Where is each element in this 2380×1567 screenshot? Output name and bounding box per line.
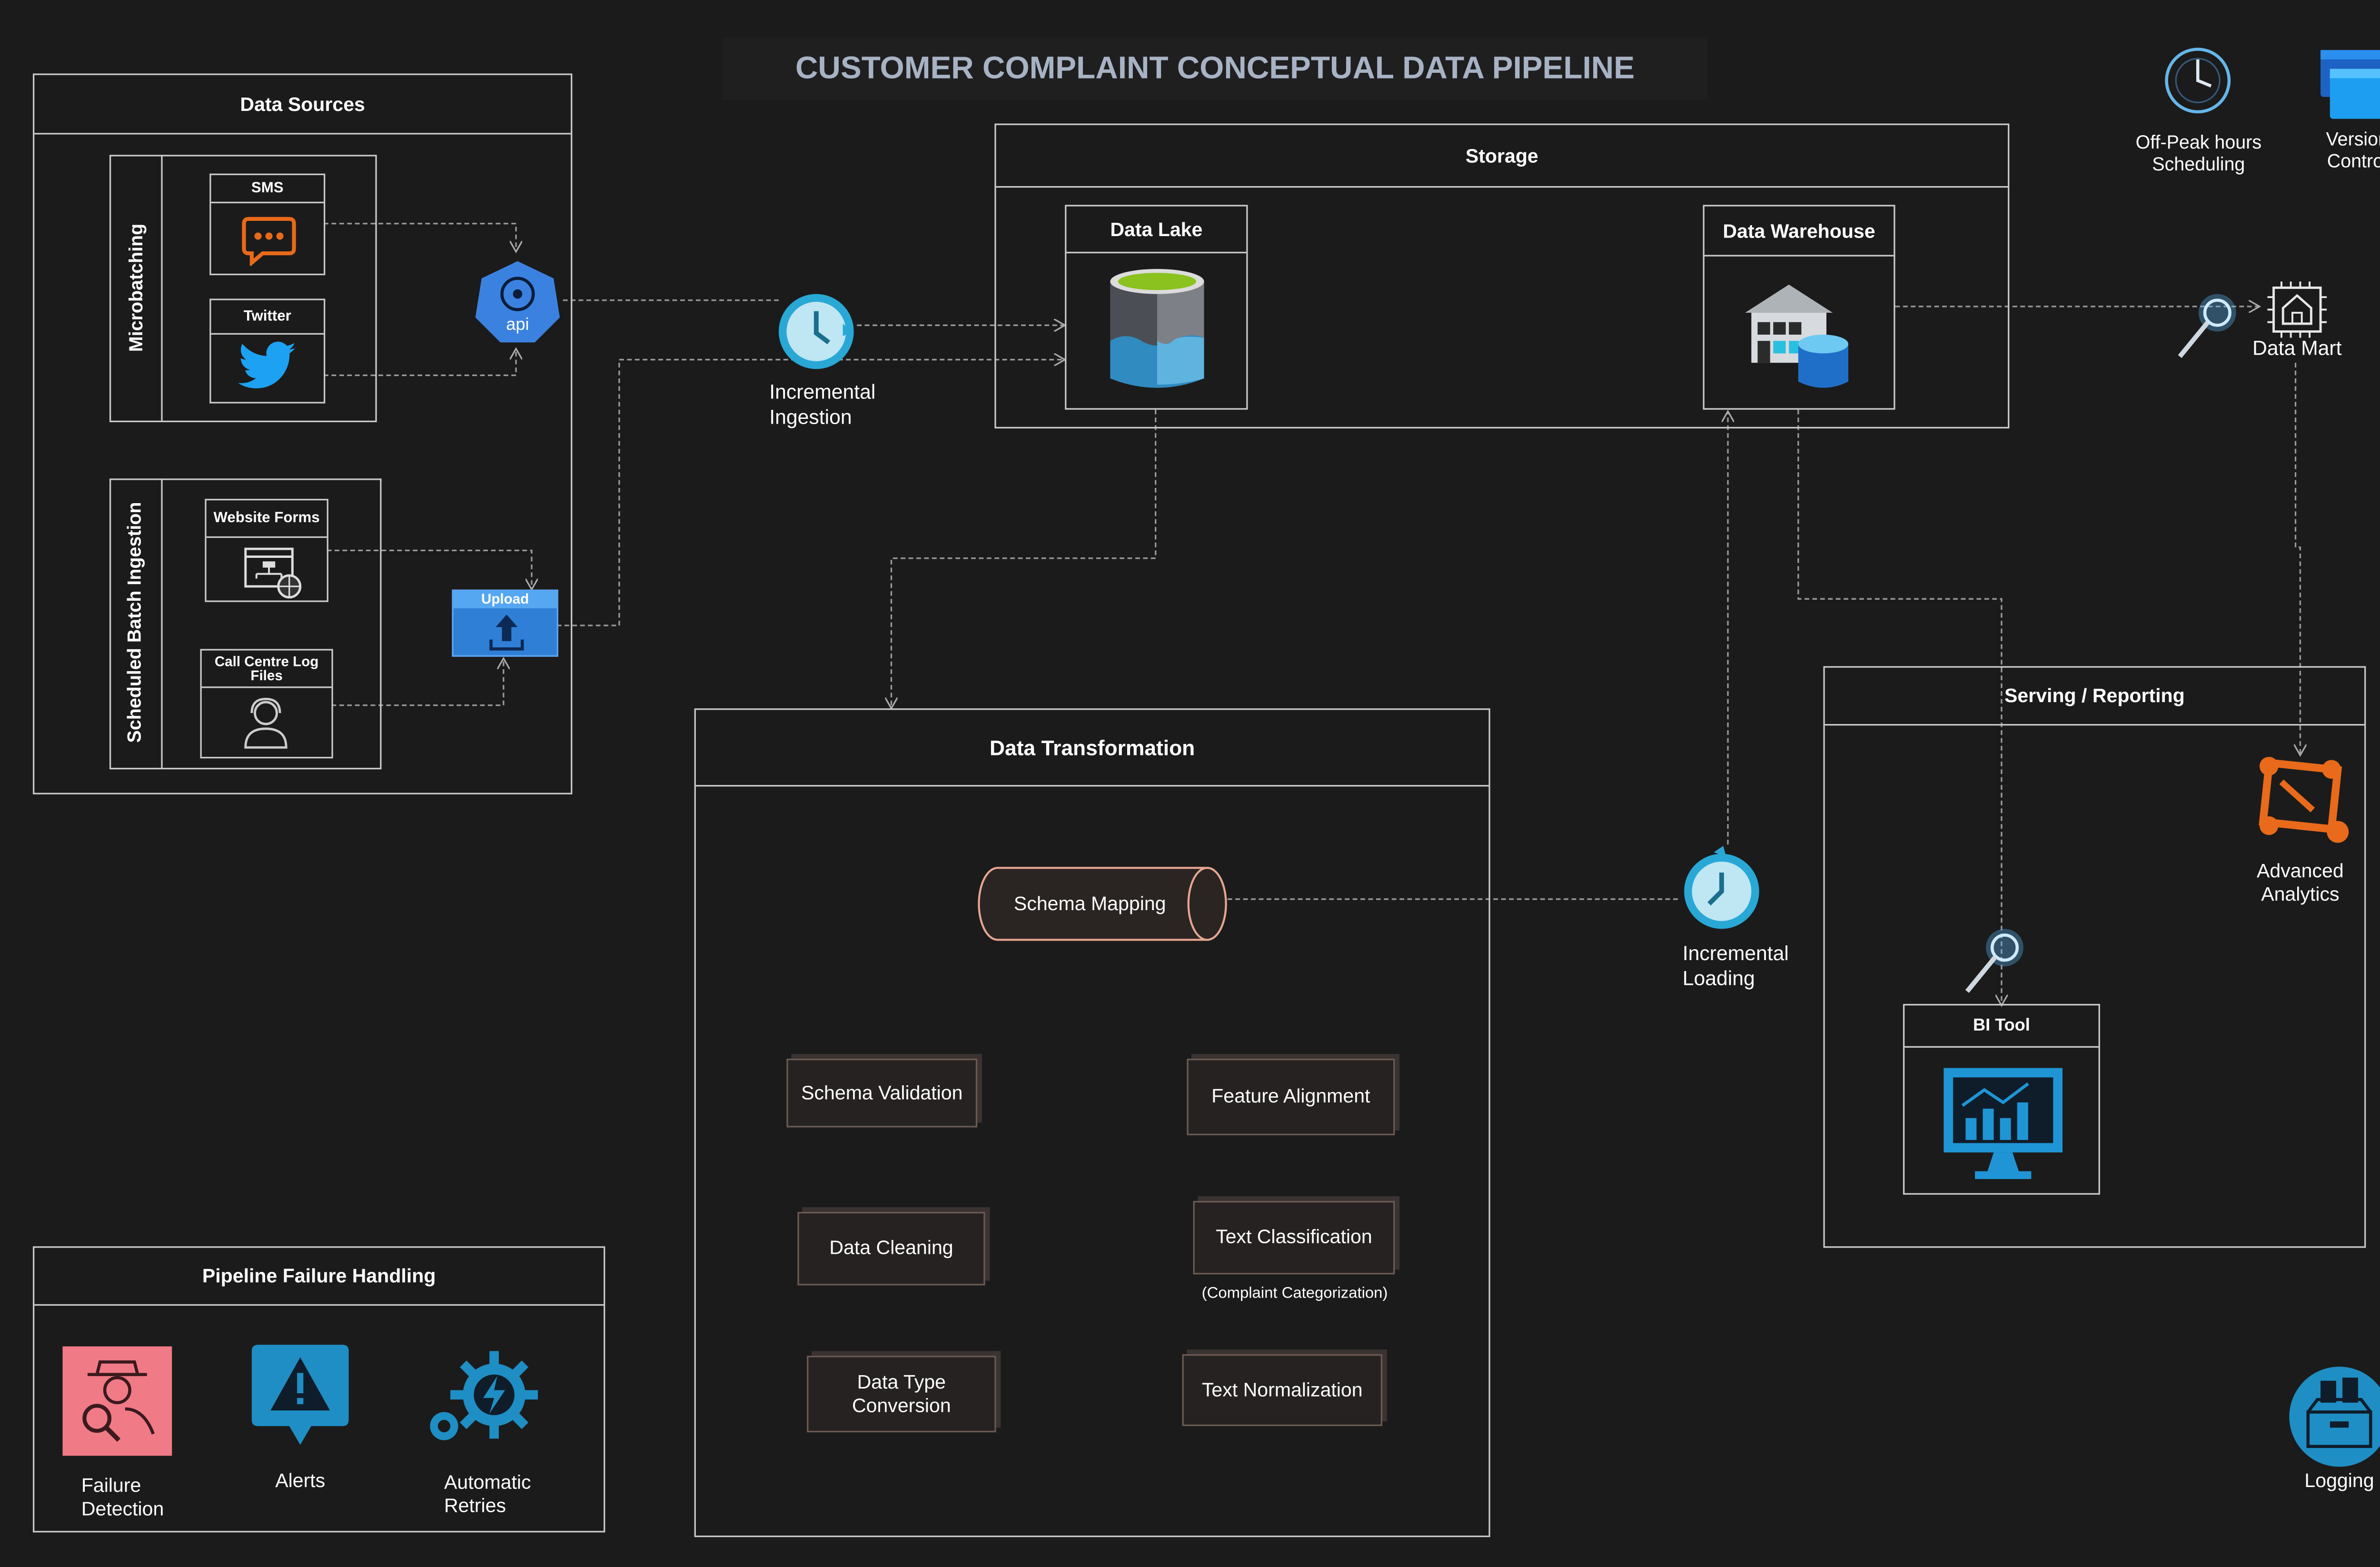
version-control-icon (2320, 50, 2380, 119)
data-cleaning-step: Data Cleaning (797, 1211, 985, 1286)
failure-detection-label: Failure Detection (81, 1474, 164, 1520)
api-label: api (506, 316, 529, 335)
call-centre-agent-icon (244, 697, 288, 749)
web-form-icon (244, 547, 302, 599)
incremental-loading-label: Incremental Loading (1682, 941, 1789, 990)
data-warehouse-building-icon (1745, 284, 1848, 388)
lake-to-transformation (892, 409, 1157, 707)
failure-handling-panel: Pipeline Failure Handling (32, 1246, 605, 1533)
twitter-label: Twitter (211, 300, 324, 335)
schema-mapping-step: Schema Mapping (976, 865, 1229, 943)
data-lake-cylinder-icon (1110, 269, 1204, 388)
microbatching-label: Microbatching (125, 223, 147, 352)
storage-title: Storage (996, 125, 2008, 188)
api-gateway-icon (475, 261, 560, 343)
text-classification-note: (Complaint Categorization) (1201, 1285, 1388, 1303)
batch-ingestion-label: Scheduled Batch Ingestion (123, 502, 146, 743)
microbatching-group (109, 155, 377, 422)
incremental-ingestion-label: Incremental Ingestion (769, 380, 876, 428)
upload-icon: Upload (452, 589, 558, 657)
alerts-label: Alerts (275, 1469, 326, 1492)
upload-label: Upload (453, 591, 557, 608)
schema-mapping-label: Schema Mapping (1013, 893, 1166, 915)
advanced-analytics-label: Advanced Analytics (2257, 860, 2344, 906)
storage-panel: Storage (994, 123, 2010, 429)
logging-icon (2289, 1367, 2380, 1467)
data-mart-label: Data Mart (2252, 336, 2342, 360)
sms-to-api (324, 223, 516, 250)
upload-arrow-icon (489, 615, 524, 651)
twitter-bird-icon (238, 341, 296, 388)
data-mart-icon (2267, 281, 2327, 338)
website-forms-source: Website Forms (205, 498, 328, 602)
data-transformation-panel: Data Transformation (694, 708, 1490, 1537)
scheduling-clock-icon (2165, 48, 2231, 114)
failure-detection-icon (62, 1346, 172, 1456)
call-centre-label: Call Centre Log Files (201, 651, 332, 688)
automatic-retries-label: Automatic Retries (444, 1471, 531, 1517)
website-forms-label: Website Forms (206, 500, 327, 538)
text-classification-step: Text Classification (1193, 1200, 1395, 1275)
text-normalization-step: Text Normalization (1182, 1354, 1383, 1427)
chat-bubble-icon (242, 217, 296, 266)
feature-alignment-step: Feature Alignment (1187, 1059, 1395, 1135)
twitter-to-api (324, 350, 516, 377)
datamart-search-probe-icon (2178, 294, 2236, 358)
sms-label: SMS (211, 175, 324, 204)
sms-source: SMS (209, 173, 326, 276)
warehouse-to-bi (1797, 409, 2002, 1004)
schema-validation-step: Schema Validation (786, 1059, 978, 1128)
serving-reporting-title: Serving / Reporting (1825, 668, 2365, 726)
incremental-ingestion-clock-icon (778, 294, 854, 369)
incremental-loading-clock-icon (1684, 846, 1759, 929)
bi-tool-label: BI Tool (1904, 1005, 2099, 1048)
schema-mapping-cylinder (978, 867, 1227, 941)
bi-tool-node: BI Tool (1903, 1004, 2100, 1195)
bi-search-probe-icon (1965, 929, 2023, 993)
forms-to-upload (327, 549, 532, 588)
data-lake-node: Data Lake (1065, 205, 1248, 410)
upload-to-lake (556, 360, 1063, 626)
scheduling-label: Off-Peak hours Scheduling (2135, 131, 2262, 176)
datamart-to-analytics (2296, 363, 2301, 754)
twitter-source: Twitter (209, 298, 326, 404)
advanced-analytics-icon (2259, 756, 2349, 843)
logging-label: Logging (2304, 1469, 2374, 1492)
failure-handling-title: Pipeline Failure Handling (34, 1248, 604, 1306)
data-type-conversion-step: Data Type Conversion (807, 1356, 996, 1433)
data-transformation-title: Data Transformation (695, 710, 1489, 787)
data-warehouse-node: Data Warehouse (1703, 205, 1895, 410)
callcentre-to-upload (331, 660, 503, 706)
call-centre-source: Call Centre Log Files (200, 649, 333, 759)
data-sources-title: Data Sources (34, 75, 571, 135)
automatic-retries-gears-icon (430, 1351, 538, 1440)
version-control-label: Version Control (2326, 128, 2380, 173)
bi-monitor-chart-icon (1944, 1068, 2063, 1179)
serving-reporting-panel: Serving / Reporting (1823, 666, 2366, 1248)
alert-bubble-icon (251, 1345, 349, 1445)
data-sources-panel: Data Sources (32, 73, 573, 794)
batch-ingestion-group (109, 478, 382, 770)
diagram-title: CUSTOMER COMPLAINT CONCEPTUAL DATA PIPEL… (722, 37, 1708, 100)
data-lake-label: Data Lake (1066, 207, 1247, 254)
data-warehouse-label: Data Warehouse (1704, 207, 1894, 257)
